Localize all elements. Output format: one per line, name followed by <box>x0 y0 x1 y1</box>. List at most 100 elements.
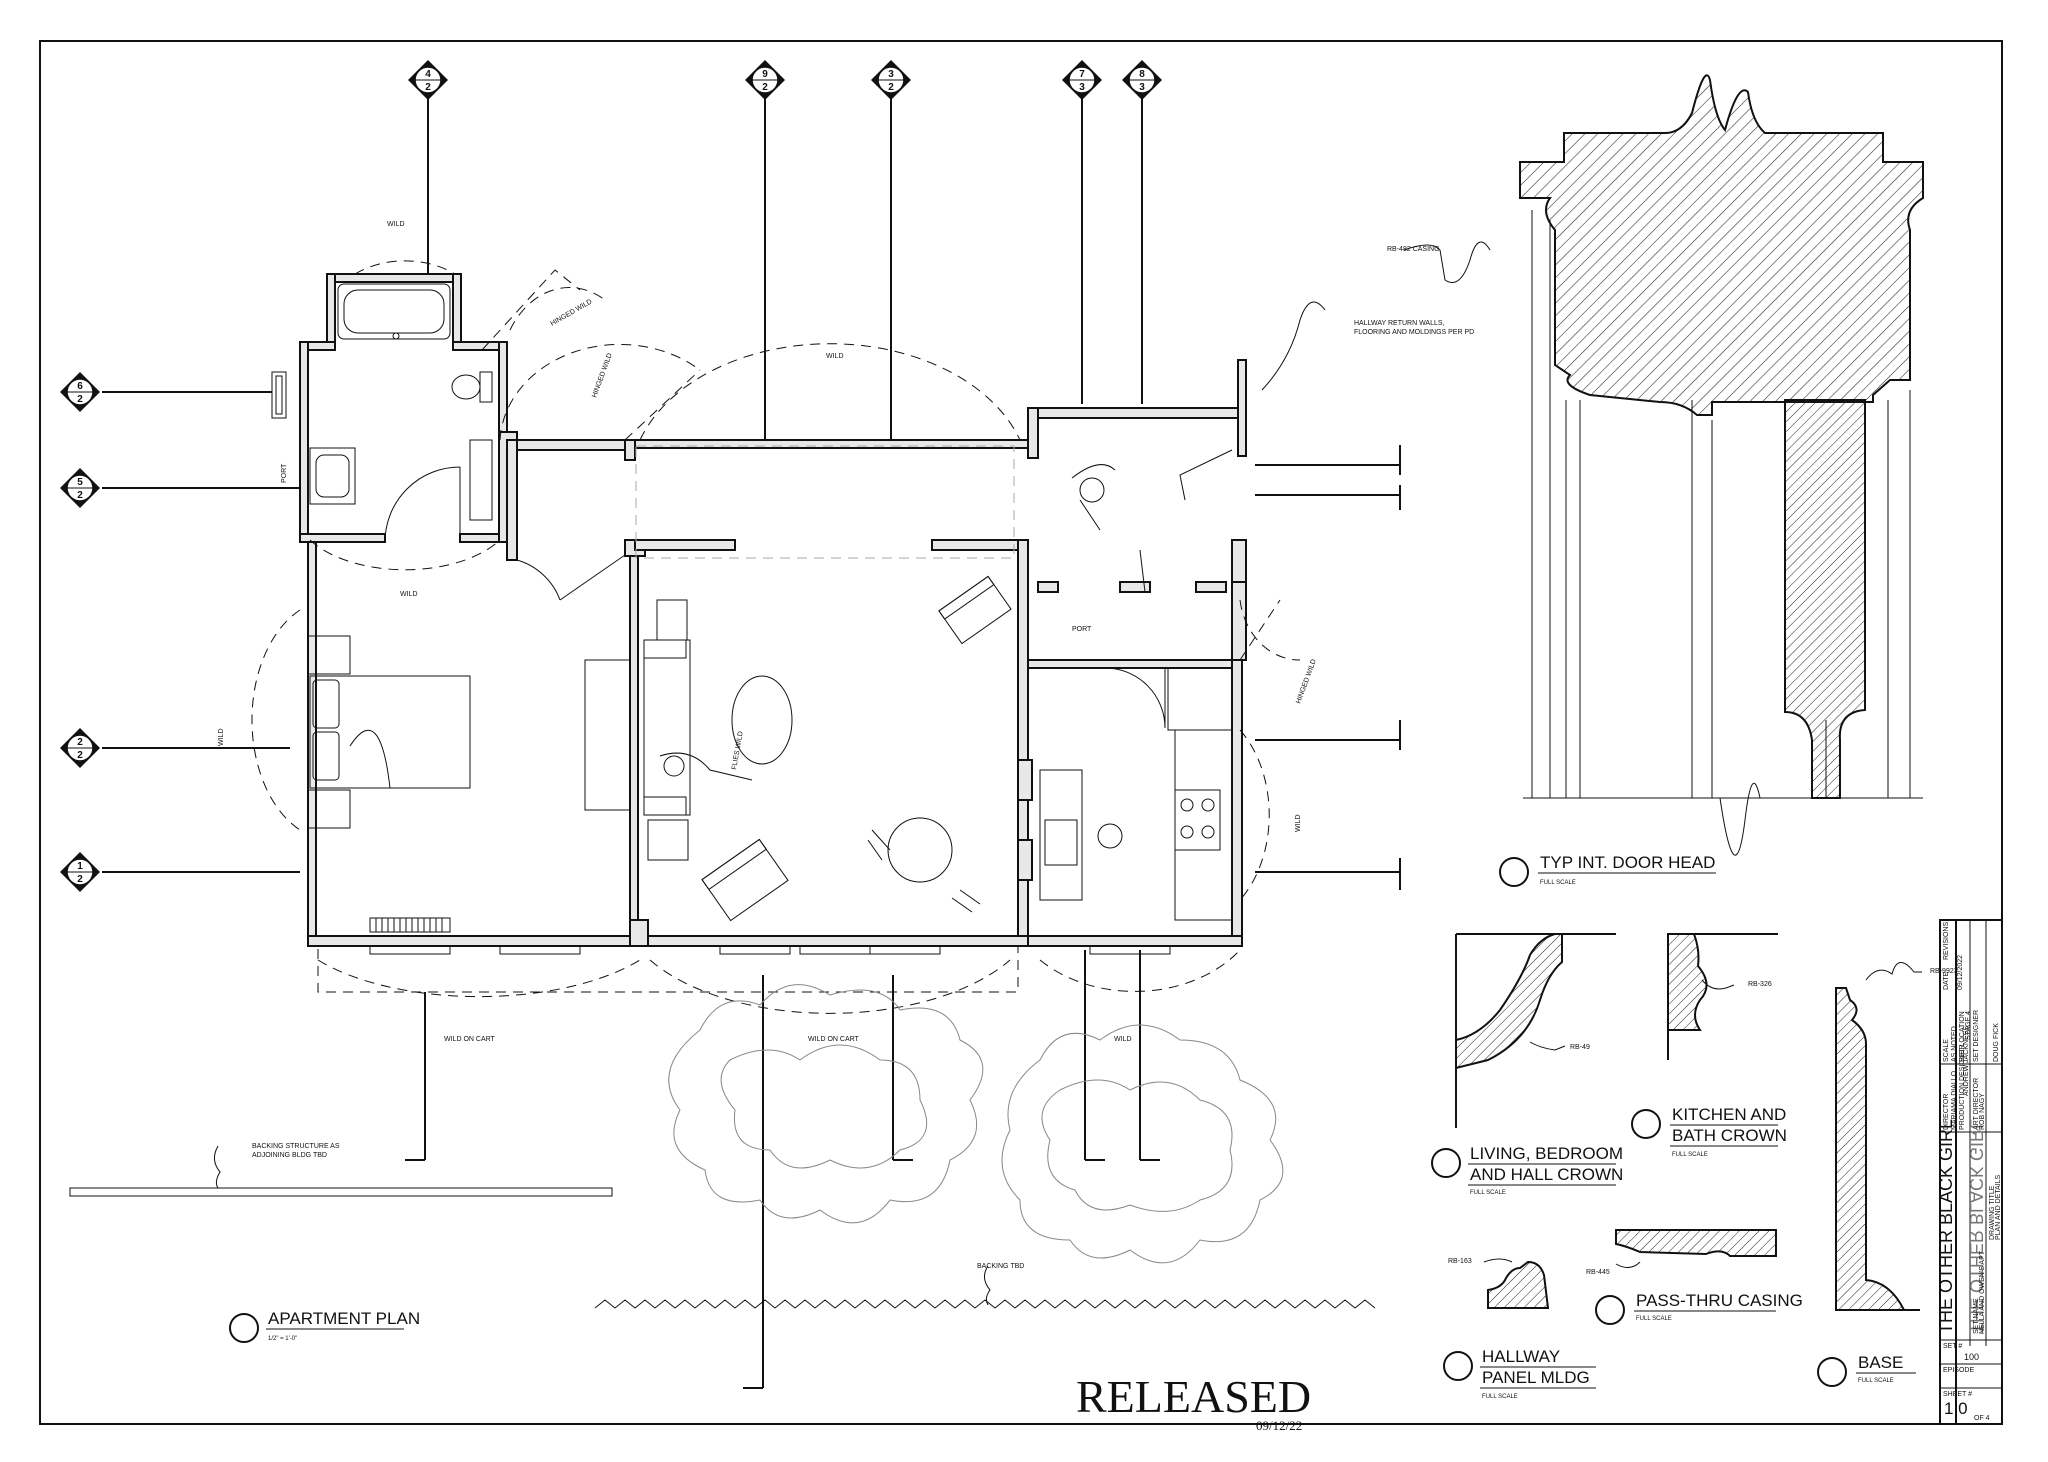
windows <box>369 945 1171 955</box>
svg-text:FULL SCALE: FULL SCALE <box>1470 1190 1506 1196</box>
svg-text:DOUG FICK: DOUG FICK <box>1993 1023 2000 1062</box>
panel-mldg-detail: RB-163 HALLWAY PANEL MLDG FULL SCALE <box>1443 1258 1596 1400</box>
svg-text:PLAN AND DETAILS: PLAN AND DETAILS <box>1995 1174 2002 1240</box>
svg-text:OF 4: OF 4 <box>1974 1415 1990 1422</box>
svg-text:9: 9 <box>762 69 768 80</box>
sheet-border <box>39 40 2003 1425</box>
svg-text:KITCHEN AND: KITCHEN AND <box>1672 1105 1786 1124</box>
title-block: THE OTHER BLACK GIRL THE OTHER BLACK GIR… <box>1936 919 2003 1425</box>
svg-text:TYP INT. DOOR HEAD: TYP INT. DOOR HEAD <box>1540 853 1715 872</box>
kitchen-counters <box>1039 667 1233 921</box>
svg-text:LIVING, BEDROOM: LIVING, BEDROOM <box>1470 1144 1623 1163</box>
svg-text:2: 2 <box>77 490 83 501</box>
section-lines <box>102 92 1401 1389</box>
svg-text:EPISODE: EPISODE <box>1943 1367 1974 1374</box>
person-standing <box>1071 464 1116 531</box>
section-bubble-2-2: 2 2 <box>59 727 101 769</box>
plan-notes: WILD WILD WILD WILD HINGED WILD HINGED W… <box>218 221 1474 1270</box>
svg-text:FULL SCALE: FULL SCALE <box>1672 1152 1708 1158</box>
svg-text:RB-326: RB-326 <box>1748 981 1772 988</box>
section-bubble-6-2: 6 2 <box>59 371 101 413</box>
svg-text:BACKING TBD: BACKING TBD <box>977 1263 1024 1270</box>
svg-text:6: 6 <box>77 381 83 392</box>
kitchen-walls <box>1017 659 1243 947</box>
wild-wall-arcs <box>251 260 1301 1014</box>
svg-text:RB-482 CASING: RB-482 CASING <box>1387 246 1440 253</box>
svg-text:3: 3 <box>1139 82 1145 93</box>
svg-text:FLOORING AND MOLDINGS PER PD: FLOORING AND MOLDINGS PER PD <box>1354 329 1474 336</box>
svg-text:SET DESIGNER: SET DESIGNER <box>1973 1010 1980 1062</box>
bathtub <box>337 283 451 340</box>
svg-text:ANDREW JACKNESS: ANDREW JACKNESS <box>1963 1026 1970 1096</box>
section-bubble-9-2: 9 2 <box>744 59 786 101</box>
released-stamp: RELEASED 09/12/22 <box>1076 1371 1311 1433</box>
stove <box>1174 789 1221 851</box>
backing-structure <box>69 1187 613 1197</box>
section-bubble-5-2: 5 2 <box>59 467 101 509</box>
bath-vanity <box>469 439 493 521</box>
svg-text:WILD ON CART: WILD ON CART <box>444 1036 496 1043</box>
svg-text:WILD: WILD <box>218 729 225 747</box>
svg-text:MARIAMA DIALLO: MARIAMA DIALLO <box>1951 1070 1958 1130</box>
svg-text:RB-49: RB-49 <box>1570 1044 1590 1051</box>
svg-text:09/12/22: 09/12/22 <box>1256 1418 1302 1433</box>
bath-sink <box>309 447 356 505</box>
svg-text:100: 100 <box>1964 1352 1979 1362</box>
svg-text:2: 2 <box>77 874 83 885</box>
door-head-detail: RB-482 CASING TYP INT. DOOR HEAD FULL SC… <box>1387 74 1924 887</box>
section-bubble-4-2: 4 2 <box>407 59 449 101</box>
svg-text:FULL SCALE: FULL SCALE <box>1636 1316 1672 1322</box>
kitchen-crown-detail: RB-326 KITCHEN AND BATH CROWN FULL SCALE <box>1631 933 1787 1158</box>
sofa <box>643 599 691 861</box>
svg-text:PORT: PORT <box>1072 626 1092 633</box>
hall-walls <box>506 439 1029 601</box>
svg-text:PRODUCTION DESIGNER: PRODUCTION DESIGNER <box>1959 1044 1966 1130</box>
svg-text:SET NAME: SET NAME <box>1973 1298 1980 1334</box>
svg-text:SET LOCATION: SET LOCATION <box>1959 1011 1966 1062</box>
svg-text:8: 8 <box>1139 69 1145 80</box>
svg-text:WILD: WILD <box>387 221 405 228</box>
coffee-table <box>731 675 793 765</box>
section-bubble-8-3: 8 3 <box>1121 59 1163 101</box>
svg-text:HINGED WILD: HINGED WILD <box>591 352 614 398</box>
svg-text:HINGED WILD: HINGED WILD <box>1295 658 1318 704</box>
apartment-plan <box>69 92 1401 1389</box>
svg-text:4: 4 <box>425 69 431 80</box>
radiator <box>369 917 451 933</box>
svg-text:RB-9923: RB-9923 <box>1930 968 1958 975</box>
svg-text:2: 2 <box>425 82 431 93</box>
person-on-sofa <box>659 752 753 781</box>
svg-text:FULL SCALE: FULL SCALE <box>1482 1394 1518 1400</box>
toilet <box>451 371 493 403</box>
armchair-1 <box>938 575 1012 645</box>
bathroom-walls <box>299 273 518 543</box>
svg-text:FLIES WILD: FLIES WILD <box>731 731 745 771</box>
armchair-2 <box>701 838 789 922</box>
svg-text:SET #: SET # <box>1943 1343 1962 1350</box>
dresser <box>584 659 634 811</box>
trees <box>668 984 1284 1264</box>
section-bubble-7-3: 7 3 <box>1061 59 1103 101</box>
bedroom-walls <box>307 541 639 947</box>
svg-text:HINGED WILD: HINGED WILD <box>550 298 594 327</box>
svg-text:BASE: BASE <box>1858 1353 1903 1372</box>
plan-title-block: APARTMENT PLAN 1/2" = 1'-0" <box>229 1309 420 1343</box>
svg-text:2: 2 <box>77 737 83 748</box>
section-bubble-1-2: 1 2 <box>59 851 101 893</box>
svg-text:AS NOTED: AS NOTED <box>1951 1026 1958 1062</box>
svg-text:NELLA AND OWEN'S APT: NELLA AND OWEN'S APT <box>1979 1250 1986 1334</box>
svg-text:PASS-THRU CASING: PASS-THRU CASING <box>1636 1291 1803 1310</box>
svg-text:WILD: WILD <box>1295 815 1302 833</box>
backing-breakline <box>594 1299 1376 1309</box>
svg-text:BACKING STRUCTURE AS: BACKING STRUCTURE AS <box>252 1143 340 1150</box>
show-name-mirror: THE OTHER BLACK GIRL <box>1966 1119 1986 1334</box>
svg-text:PORT: PORT <box>281 463 288 483</box>
svg-text:RB-163: RB-163 <box>1448 1258 1472 1265</box>
svg-text:WILD: WILD <box>1114 1036 1132 1043</box>
svg-text:ADJOINING BLDG TBD: ADJOINING BLDG TBD <box>252 1152 327 1159</box>
svg-text:5: 5 <box>77 477 83 488</box>
svg-text:2: 2 <box>77 394 83 405</box>
svg-text:HALLWAY RETURN WALLS,: HALLWAY RETURN WALLS, <box>1354 320 1445 327</box>
svg-text:RELEASED: RELEASED <box>1076 1371 1311 1422</box>
